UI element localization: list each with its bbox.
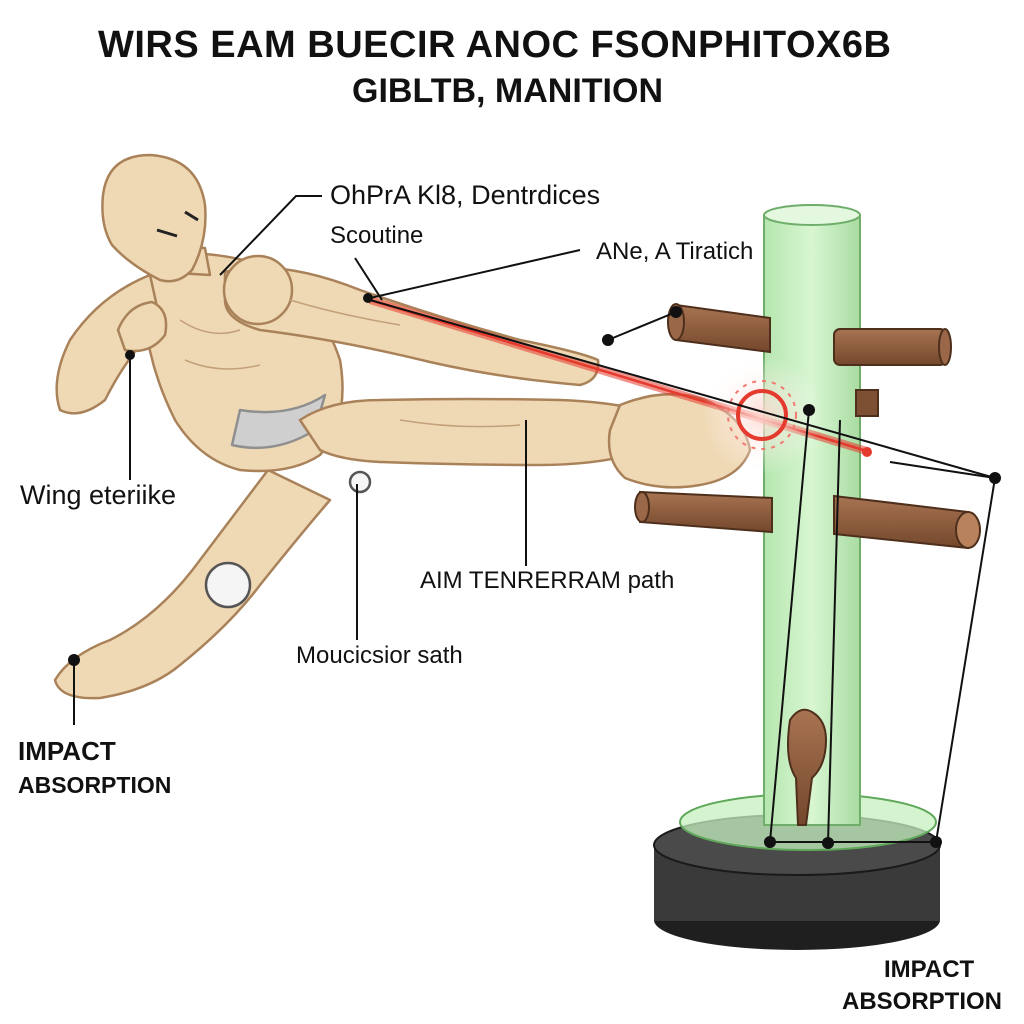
label-top-1: OhPrA Kl8, Dentrdices <box>330 180 601 210</box>
label-center: AIM TENRERRAM path <box>420 567 675 594</box>
fighter-knee-joint <box>204 561 252 609</box>
impact-absorption-left-line1: IMPACT <box>18 736 116 766</box>
label-mid: ANe, A Tiratich <box>596 238 754 265</box>
fighter-figure <box>53 153 752 700</box>
impact-burst <box>702 355 822 475</box>
fighter-brow <box>184 210 199 222</box>
fighter-guard-fist <box>116 300 168 353</box>
fighter-head <box>101 153 207 283</box>
wooden-dummy <box>634 204 981 950</box>
diagram-subtitle: GIBLTB, MANITION <box>352 72 663 110</box>
dummy-arm-middle-stub <box>855 389 879 417</box>
fighter-muscle-lines <box>179 299 521 428</box>
dummy-trunk-top <box>763 204 861 226</box>
fighter-shoulder <box>222 254 294 326</box>
leader-lines <box>73 195 996 844</box>
dummy-arm-upper-right <box>833 328 952 366</box>
fighter-eye <box>156 228 178 238</box>
dummy-arm-upper-left <box>667 303 771 354</box>
label-lower: Moucicsior sath <box>296 642 463 669</box>
leader-points <box>68 293 1001 849</box>
dummy-leg <box>787 708 828 826</box>
label-top-2: Scoutine <box>330 222 424 249</box>
fighter-kicking-leg <box>298 397 655 467</box>
fighter-belt <box>230 393 327 450</box>
fighter-punching-arm <box>223 266 600 387</box>
dummy-arm-lower-left <box>634 490 773 534</box>
diagram-title: WIRS EAM BUECIR ANOC FSONPHITOX6B <box>98 24 892 66</box>
label-left: Wing eteriike <box>20 480 177 510</box>
fighter-hip-joint <box>348 470 372 494</box>
impact-absorption-right-line2: ABSORPTION <box>842 988 1003 1015</box>
fighter-back-leg <box>53 468 332 700</box>
impact-absorption-right-line1: IMPACT <box>884 956 975 983</box>
impact-absorption-left-line2: ABSORPTION <box>18 772 172 798</box>
dummy-arm-lower-right <box>833 494 981 550</box>
